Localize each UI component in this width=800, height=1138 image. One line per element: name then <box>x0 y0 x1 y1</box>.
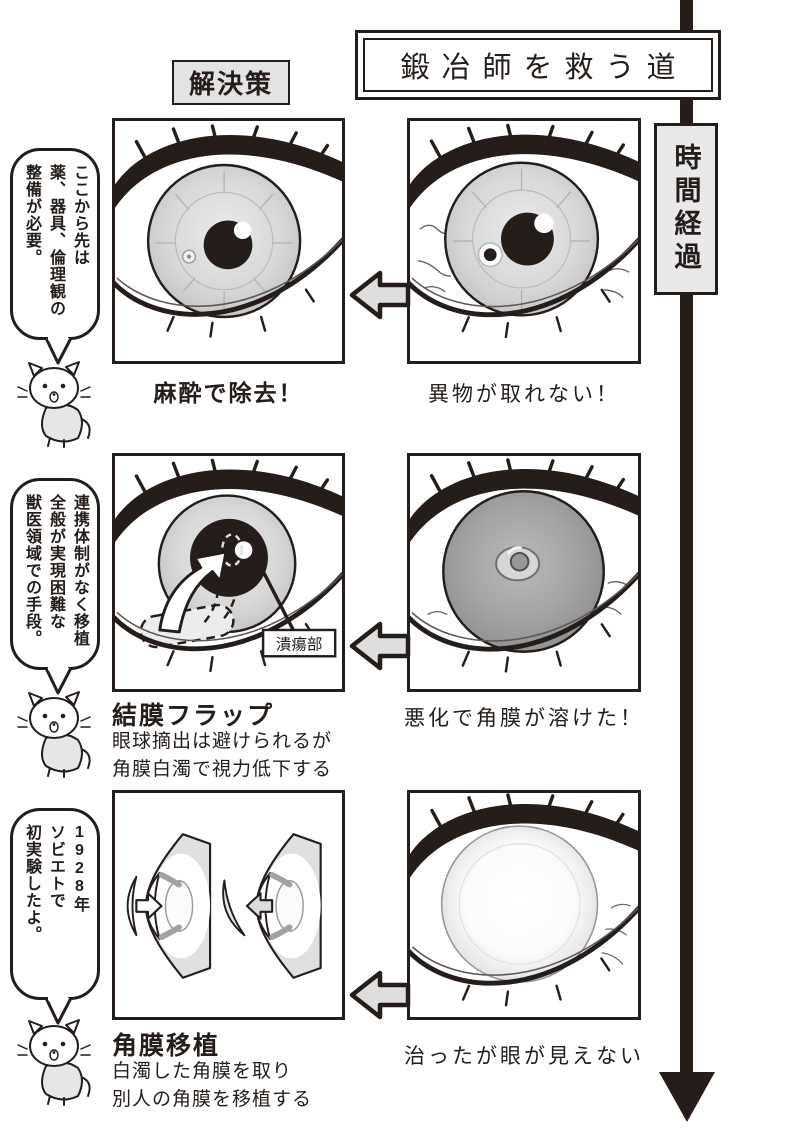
caption-problem-2: 悪化で角膜が溶けた！ <box>404 707 644 730</box>
panel-solution-cornea-transplant <box>112 790 345 1020</box>
ulcer-label-box <box>261 628 337 658</box>
timeline-label: 時間経過 <box>654 123 718 295</box>
caption-solution-3-desc: 白濁した角膜を取り 別人の角膜を移植する <box>112 1061 313 1110</box>
speech-bubble-1: ここから先は 薬、器具、倫理観の 整備が必要。 <box>10 148 100 340</box>
flow-arrow-left-icon <box>349 970 411 1020</box>
speech-bubble-3-tail <box>44 997 73 1025</box>
panel-problem-foreign-body <box>407 118 641 364</box>
cat-icon <box>17 1019 91 1106</box>
caption-solution-2-desc: 眼球摘出は避けられるが 角膜白濁で視力低下する <box>112 731 333 780</box>
speech-bubble-2-text: 連携体制がなく移植 全般が実現困難な 獣医領域での手段。 <box>23 494 88 647</box>
eye-foreign-body-illustration <box>410 121 638 361</box>
speech-bubble-2-tail <box>44 667 73 695</box>
speech-bubble-3: 1928年 ソビエトで 初実験したよ。 <box>10 808 100 1000</box>
eye-cloudy-cornea-illustration <box>410 793 638 1017</box>
speech-bubble-1-text: ここから先は 薬、器具、倫理観の 整備が必要。 <box>23 164 88 317</box>
panel-solution-conjunctival-flap: 潰瘍部 <box>112 453 345 692</box>
speech-bubble-3-text: 1928年 ソビエトで 初実験したよ。 <box>23 824 88 943</box>
eye-melted-cornea-illustration <box>410 456 638 689</box>
page-title: 鍛冶師を救う道 <box>363 38 713 92</box>
eye-flap-illustration: 潰瘍部 <box>115 456 342 689</box>
eye-healed-illustration <box>115 121 342 361</box>
cat-icon <box>17 361 91 448</box>
timeline-arrowhead-icon <box>659 1072 715 1122</box>
title-box: 鍛冶師を救う道 <box>355 30 721 100</box>
cornea-transplant-diagram <box>126 793 342 1017</box>
ulcer-label: 潰瘍部 <box>276 635 323 653</box>
caption-problem-1: 異物が取れない！ <box>428 383 620 406</box>
caption-problem-3: 治ったが眼が見えない <box>404 1045 644 1068</box>
solution-label: 解決策 <box>172 60 290 105</box>
cat-icon <box>17 691 91 778</box>
panel-problem-cloudy-cornea <box>407 790 641 1020</box>
flow-arrow-left-icon <box>349 621 411 671</box>
speech-bubble-2: 連携体制がなく移植 全般が実現困難な 獣医領域での手段。 <box>10 478 100 670</box>
flow-arrow-left-icon <box>349 270 411 320</box>
caption-solution-3-title: 角膜移植 <box>112 1032 221 1060</box>
speech-bubble-1-tail <box>44 337 73 365</box>
caption-solution-1: 麻酔で除去！ <box>153 380 304 406</box>
panel-problem-melted-cornea <box>407 453 641 692</box>
caption-solution-2-title: 結膜フラップ <box>112 702 275 730</box>
panel-solution-anesthesia <box>112 118 345 364</box>
